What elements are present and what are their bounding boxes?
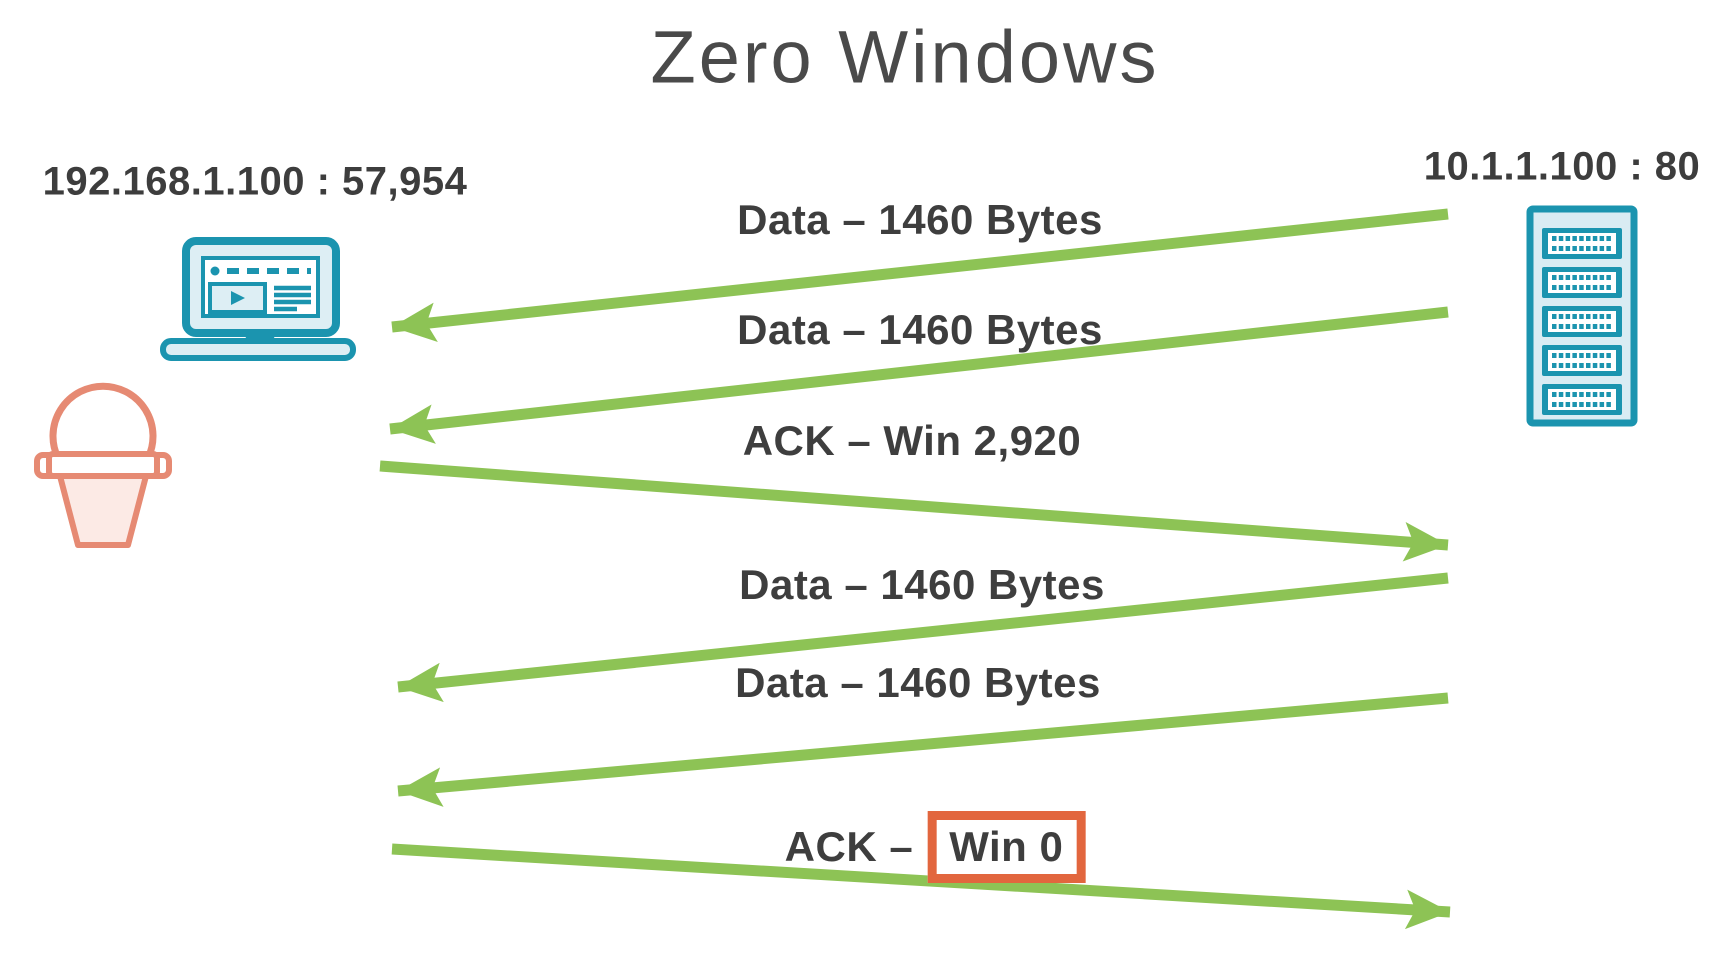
message-label-data-2: Data – 1460 Bytes (737, 306, 1103, 353)
server-rack-icon (1526, 205, 1638, 427)
server-address-label: 10.1.1.100 : 80 (1423, 144, 1701, 189)
message-label-data-3: Data – 1460 Bytes (739, 561, 1105, 608)
arrow-data-2 (389, 306, 1449, 444)
message-label-ack-win-2920: ACK – Win 2,920 (742, 417, 1082, 464)
client-address-label: 192.168.1.100 : 57,954 (42, 159, 468, 204)
ack-prefix-text: ACK – (784, 823, 914, 870)
win-zero-highlight-box: Win 0 (927, 811, 1086, 883)
arrow-data-1 (391, 208, 1449, 343)
arrow-ack-win-0 (391, 843, 1451, 930)
message-label-data-1: Data – 1460 Bytes (737, 196, 1103, 243)
arrow-data-4 (397, 692, 1449, 807)
laptop-video-icon (160, 237, 356, 361)
arrow-ack-win-2920 (379, 460, 1449, 562)
arrow-data-3 (397, 572, 1449, 703)
message-label-data-4: Data – 1460 Bytes (735, 659, 1101, 706)
bucket-icon (34, 382, 172, 548)
page-title: Zero Windows (650, 15, 1160, 99)
message-label-ack-win-0: ACK – Win 0 (785, 811, 1086, 883)
